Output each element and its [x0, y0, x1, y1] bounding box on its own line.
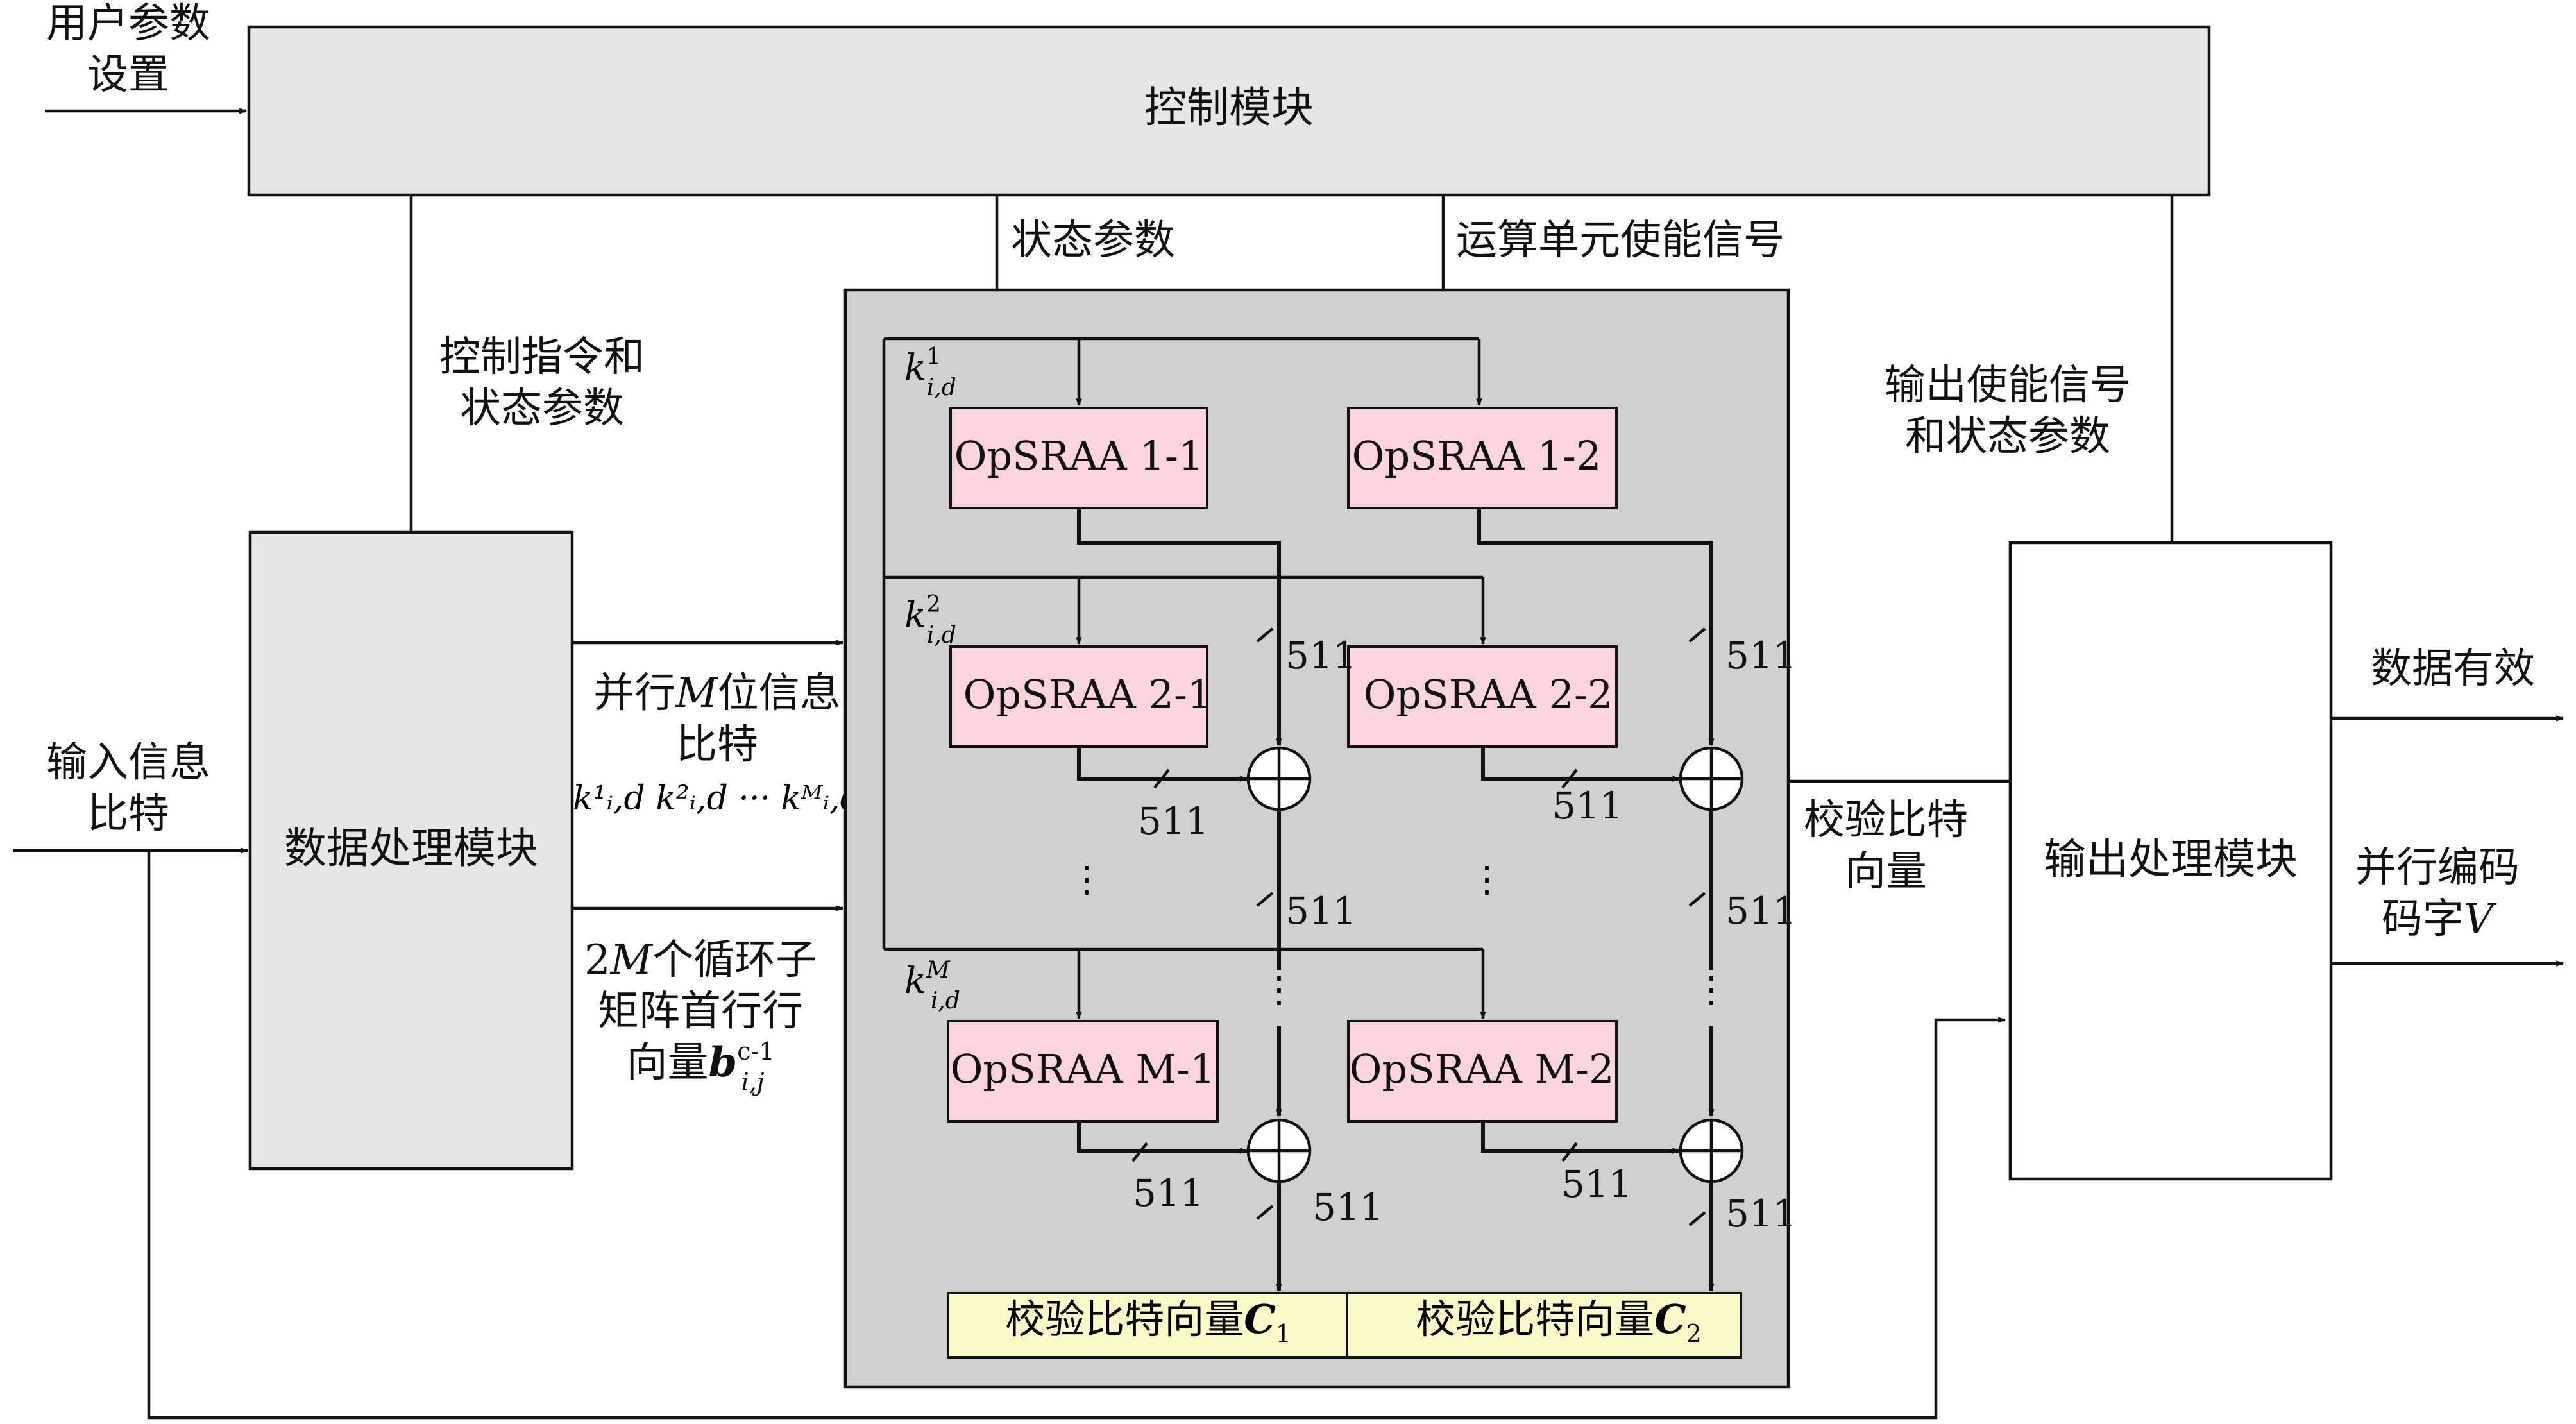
svg-text:511: 511	[1725, 889, 1797, 933]
svg-text:511: 511	[1133, 1171, 1204, 1215]
alu-enable-label: 运算单元使能信号	[1456, 217, 1784, 264]
col1-vdots: ⋮	[1261, 969, 1297, 1011]
svg-text:校验比特向量C1: 校验比特向量C1	[1005, 1296, 1291, 1348]
check-vector-label-2: 向量	[1845, 848, 1927, 895]
parallel-info-label-2: 比特	[676, 721, 758, 768]
svg-text:511: 511	[1285, 634, 1357, 677]
bypass-line	[147, 851, 2006, 1420]
control-module-label: 控制模块	[1144, 83, 1314, 132]
k-feed-lines	[882, 337, 1486, 1020]
opsraa-2-2: OpSRAA 2-2	[1347, 645, 1618, 748]
svg-text:511: 511	[1138, 799, 1209, 843]
svg-text:511: 511	[1561, 1162, 1632, 1206]
check-vector-c1: 校验比特向量C1	[947, 1292, 1348, 1359]
col2-datapath: 511 511 511 ⋮ 511 511 ⋮	[1469, 508, 1797, 1292]
opsraa-1-2: OpSRAA 1-2	[1347, 407, 1618, 509]
svg-text:OpSRAA 1-2: OpSRAA 1-2	[1352, 432, 1602, 479]
opsraa-2-1: OpSRAA 2-1	[949, 645, 1213, 748]
ctrl-cmd-label-1: 控制指令和	[439, 334, 645, 381]
check-vector-c2: 校验比特向量C2	[1346, 1292, 1742, 1359]
check-vector-label-1: 校验比特	[1804, 797, 1968, 844]
col2-left-vdots: ⋮	[1469, 859, 1505, 901]
circ-rows-label-2: 矩阵首行行	[598, 988, 803, 1035]
codeword-label-1: 并行编码	[2355, 844, 2520, 892]
data-proc-module-box	[248, 530, 574, 1171]
k-sequence-label: k¹ᵢ,d k²ᵢ,d ··· kᴹᵢ,d	[573, 779, 861, 818]
ctrl-cmd-label-2: 状态参数	[460, 385, 624, 432]
col1-datapath: 511 511 511 ⋮ 511 511 ⋮	[1069, 508, 1384, 1292]
opsraa-M-2: OpSRAA M-2	[1347, 1020, 1618, 1123]
opsraa-1-1: OpSRAA 1-1	[949, 407, 1208, 509]
svg-text:511: 511	[1285, 889, 1357, 933]
input-bits-label-1: 输入信息	[46, 739, 210, 786]
state-params-label: 状态参数	[1011, 217, 1175, 264]
codeword-label-2: 码字V	[2382, 895, 2497, 943]
data-valid-label: 数据有效	[2371, 645, 2535, 693]
control-module-box	[247, 25, 2211, 197]
circ-rows-label-1: 2M个循环子	[584, 937, 817, 984]
svg-text:511: 511	[1725, 634, 1797, 677]
svg-text:校验比特向量C2: 校验比特向量C2	[1416, 1296, 1702, 1348]
svg-text:OpSRAA M-1: OpSRAA M-1	[951, 1046, 1216, 1092]
svg-text:OpSRAA M-2: OpSRAA M-2	[1350, 1046, 1614, 1092]
out-enable-label-1: 输出使能信号	[1885, 362, 2131, 409]
data-proc-module-label: 数据处理模块	[284, 824, 538, 873]
opsraa-M-1: OpSRAA M-1	[947, 1020, 1219, 1123]
svg-text:OpSRAA 1-1: OpSRAA 1-1	[954, 432, 1204, 479]
parallel-info-label-1: 并行M位信息	[593, 670, 841, 717]
output-proc-module-label: 输出处理模块	[2044, 835, 2298, 884]
user-params-label-1: 用户参数	[46, 0, 210, 47]
output-proc-module-box	[2008, 541, 2333, 1181]
user-params-label-2: 设置	[87, 51, 169, 99]
svg-text:511: 511	[1312, 1185, 1384, 1229]
svg-text:511: 511	[1552, 784, 1623, 827]
col2-vdots: ⋮	[1693, 969, 1729, 1011]
svg-text:OpSRAA 2-2: OpSRAA 2-2	[1364, 671, 1613, 718]
svg-text:OpSRAA 2-1: OpSRAA 2-1	[963, 671, 1213, 718]
input-bits-label-2: 比特	[87, 790, 169, 838]
svg-text:511: 511	[1725, 1192, 1797, 1235]
col1-left-vdots: ⋮	[1069, 859, 1105, 901]
out-enable-label-2: 和状态参数	[1905, 413, 2110, 461]
